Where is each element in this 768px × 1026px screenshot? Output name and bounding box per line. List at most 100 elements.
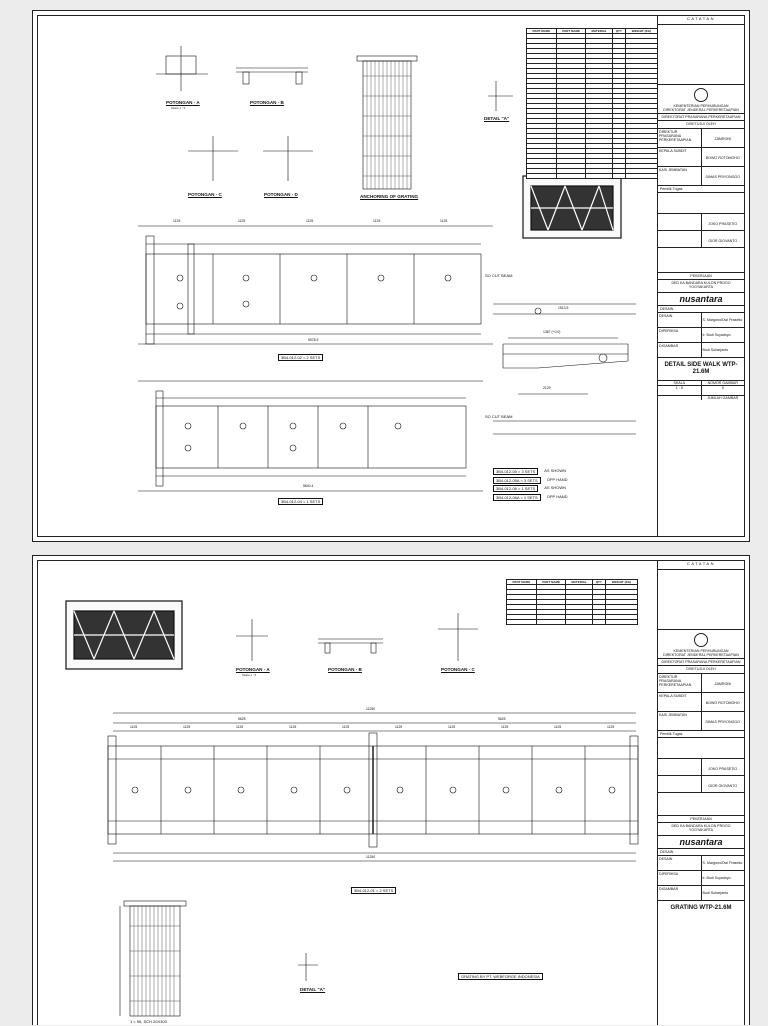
bay-dim-10: 1125 xyxy=(607,725,615,729)
sheet-1-border: POTONGAN - A Skala 1 : 5 POTONGAN - B PO… xyxy=(37,15,745,537)
bom-header-row: PART MARK PART NAME MATERIAL QTY WEIGHT … xyxy=(526,28,659,34)
approval-row-1: DIREKTUR PRASARANA PERKERETAAPIAN ZAMRON… xyxy=(658,673,744,693)
bom-header-row: PART MARK PART NAME MATERIAL QTY WEIGHT … xyxy=(506,579,639,585)
legend-code: 3B4-012-05 = 3 SETS xyxy=(493,468,539,475)
overall-dim: 11250 xyxy=(366,707,376,711)
director-role: DIREKTUR PRASARANA PERKERETAAPIAN xyxy=(658,673,702,692)
designer-row: DESAIN S. Margono/Dwi Prasetio xyxy=(658,856,744,872)
legend-row: 3B4-012-06 = 1 SETS AS SHOWN xyxy=(493,485,568,492)
legend-note: OPP HAND xyxy=(546,476,568,482)
approval-row-4: JOKO PRASETIO xyxy=(658,758,744,776)
bay-dim-5: 1125 xyxy=(342,725,350,729)
approval-row-5: GIOR GIOVANTO xyxy=(658,775,744,793)
section-d-label: POTONGAN - D xyxy=(264,192,298,197)
sheet-1-linework xyxy=(138,46,636,492)
bay-dim-9: 1125 xyxy=(554,725,562,729)
legend-row: 3B4-012-05 = 3 SETS AS SHOWN xyxy=(493,468,568,475)
scale-value-row: 1 : 5 9 xyxy=(658,386,744,397)
head-sub2: KASI JEMBATAN xyxy=(658,711,702,730)
plan1-dim-5: 1125 xyxy=(440,219,448,223)
project-label: PEKERJAAN xyxy=(658,273,744,280)
notes-header: CATATAN xyxy=(658,561,744,570)
sheet-no-value: 9 xyxy=(721,386,724,391)
ministry-dept: DIREKTORAT JENDERAL PERKERETAAPIAN xyxy=(663,653,739,658)
approver-name-4: JOKO PRASETIO xyxy=(708,766,738,771)
bay-dim-7: 1125 xyxy=(448,725,456,729)
plan2-total: 5640.4 xyxy=(303,484,314,488)
designer-label: DESAIN xyxy=(658,856,702,871)
head-sub1: KEPALA SUBDIT xyxy=(658,147,702,166)
plan1-dim-2: 1125 xyxy=(238,219,246,223)
sheet-title: DETAIL SIDE WALK WTP-21.6M xyxy=(658,358,744,381)
blank-row xyxy=(658,248,744,273)
sheet-2-linework xyxy=(65,600,639,1017)
section-c-label: POTONGAN - C xyxy=(188,192,222,197)
ministry-block: KEMENTERIAN PERHUBUNGAN DIREKTORAT JENDE… xyxy=(658,630,744,660)
supervisor-label: Pemilik Tugas xyxy=(658,186,744,193)
beam-dim-3: 2129 xyxy=(543,386,551,390)
approval-row-3: KASI JEMBATAN DIMAS PRIYONGGO xyxy=(658,166,744,186)
approver-name-3: DIMAS PRIYONGGO xyxy=(705,719,741,724)
section-a-scale: Skala 1 : 5 xyxy=(171,106,186,110)
designer-name: S. Margono/Dwi Prasetio xyxy=(702,861,743,866)
title-block-1: CATATAN KEMENTERIAN PERHUBUNGAN DIREKTOR… xyxy=(657,16,744,536)
ministry-emblem-icon xyxy=(694,633,708,647)
notes-header: CATATAN xyxy=(658,16,744,25)
plan1-set-label: 3B4-012-02 = 2 SETS xyxy=(278,354,324,361)
directorate: DIREKTORAT PRASARANA PERKERETAAPIAN xyxy=(658,114,744,122)
s2-section-c-label: POTONGAN - C xyxy=(441,667,475,672)
director-name: ZAMRONI xyxy=(714,136,732,141)
scale-value: 1 : 5 xyxy=(658,386,702,396)
scale-row: SKALA NOMOR GAMBAR xyxy=(658,381,744,387)
ministry-name: KEMENTERIAN PERHUBUNGAN xyxy=(673,104,729,108)
checker-name: Ir. Budi Suyadnyo xyxy=(702,333,731,338)
cut-beam-label-1: SO CUT BEAM xyxy=(485,273,513,278)
ministry-block: KEMENTERIAN PERHUBUNGAN DIREKTORAT JENDE… xyxy=(658,85,744,115)
approval-row-2: KEPALA SUBDIT BOWO ROTOMOHO xyxy=(658,147,744,167)
title-block-2: CATATAN KEMENTERIAN PERHUBUNGAN DIREKTOR… xyxy=(657,561,744,1025)
s2-plan-set-label: 3B4-012-01 = 2 SETS xyxy=(351,887,397,894)
grating-supplier-note: GRATING BY PT. WEBFORGE INDONESIA xyxy=(458,973,543,980)
s2-section-b-label: POTONGAN - B xyxy=(328,667,362,672)
s2-scale-note: Skala 1 : 5 xyxy=(242,673,257,677)
bay-dim-1: 1125 xyxy=(130,725,138,729)
s2-section-a-label: POTONGAN - A xyxy=(236,667,270,672)
ministry-dept: DIREKTORAT JENDERAL PERKERETAAPIAN xyxy=(663,108,739,113)
company-logo: nusantara xyxy=(658,836,744,850)
director-name: ZAMRONI xyxy=(714,681,732,686)
legend-row: 3B4-012-05A = 3 SETS OPP HAND xyxy=(493,476,568,484)
approved-by: DISETUJUI OLEH xyxy=(658,121,744,129)
head-sub1: KEPALA SUBDIT xyxy=(658,692,702,711)
sheet-count-label: JUMLAH GAMBAR xyxy=(707,396,739,401)
supervisor-notes xyxy=(658,193,744,214)
supervisor-label: Pemilik Tugas xyxy=(658,731,744,738)
cut-beam-label-2: SO CUT BEAM xyxy=(485,414,513,419)
directorate: DIREKTORAT PRASARANA PERKERETAAPIAN xyxy=(658,659,744,667)
designer-name: S. Margono/Dwi Prasetio xyxy=(702,318,743,323)
approver-name-4: JOKO PRASETIO xyxy=(708,221,738,226)
designer-row: DESAIN S. Margono/Dwi Prasetio xyxy=(658,313,744,329)
approver-name-5: GIOR GIOVANTO xyxy=(708,783,738,788)
overall-dim-bottom: 11250 xyxy=(366,855,376,859)
approver-name-2: BOWO ROTOMOHO xyxy=(705,155,740,160)
approver-name-2: BOWO ROTOMOHO xyxy=(705,700,740,705)
project-value: DED KA BANDARA KULON PROGO YOGYAKARTA xyxy=(658,280,744,293)
sheet-count-row: JUMLAH GAMBAR xyxy=(658,396,744,401)
approval-row-2: KEPALA SUBDIT BOWO ROTOMOHO xyxy=(658,692,744,712)
legend-list: 3B4-012-05 = 3 SETS AS SHOWN 3B4-012-05A… xyxy=(493,468,568,501)
project-value: DED KA BANDARA KULON PROGO YOGYAKARTA xyxy=(658,823,744,836)
design-label: DESAIN xyxy=(658,306,744,314)
supervisor-notes xyxy=(658,738,744,759)
approval-row-3: KASI JEMBATAN DIMAS PRIYONGGO xyxy=(658,711,744,731)
approver-name-3: DIMAS PRIYONGGO xyxy=(705,174,741,179)
design-label: DESAIN xyxy=(658,849,744,857)
section-a-label: POTONGAN - A xyxy=(166,100,200,105)
ministry-emblem-icon xyxy=(694,88,708,102)
legend-note: AS SHOWN xyxy=(544,485,567,490)
checker-name: Ir. Budi Suyadnyo xyxy=(702,876,731,881)
approval-row-1: DIREKTUR PRASARANA PERKERETAAPIAN ZAMRON… xyxy=(658,128,744,148)
bay-dim-8: 1125 xyxy=(501,725,509,729)
blank-row xyxy=(658,793,744,816)
beam-dim-1: 1387 (+0.0) xyxy=(543,330,561,334)
checker-label: DIPERIKSA xyxy=(658,871,702,886)
